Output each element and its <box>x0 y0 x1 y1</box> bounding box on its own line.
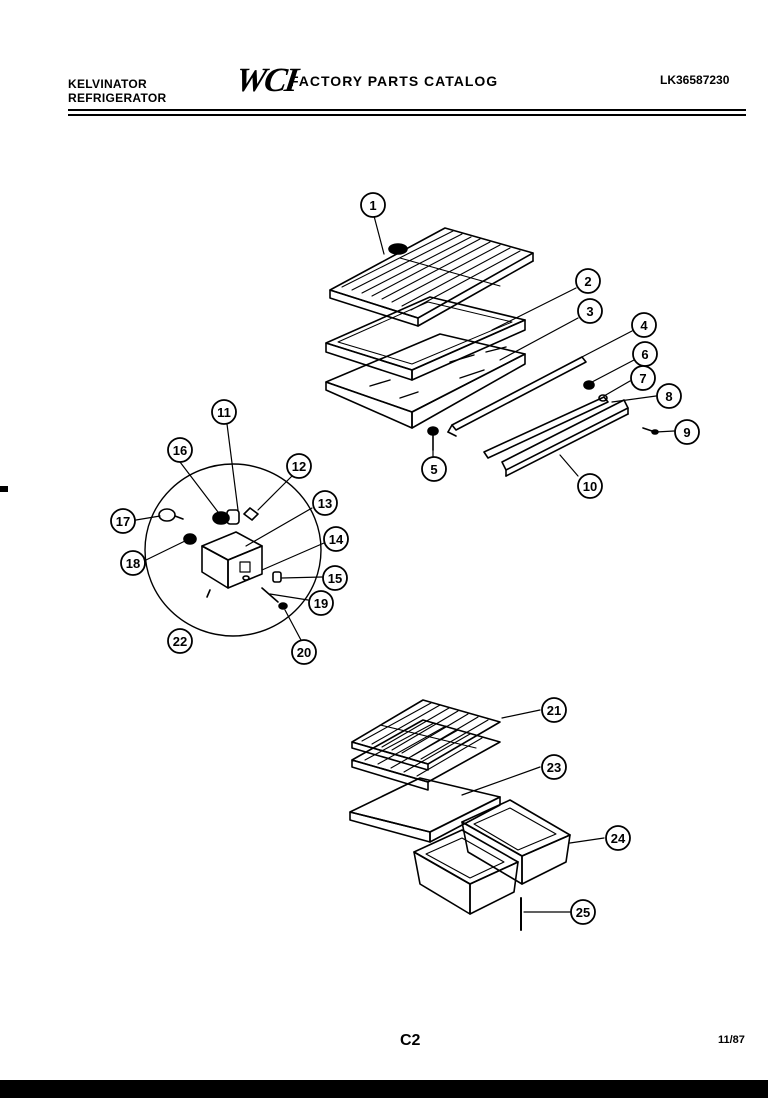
svg-text:9: 9 <box>683 425 690 440</box>
callout-5: 5 <box>421 456 447 482</box>
callout-6: 6 <box>632 341 658 367</box>
callout-24: 24 <box>605 825 631 851</box>
part-10-long-rail <box>501 399 629 477</box>
svg-text:6: 6 <box>641 347 648 362</box>
svg-text:4: 4 <box>640 318 648 333</box>
scan-edge-bar <box>0 1080 768 1098</box>
product-type: REFRIGERATOR <box>68 91 167 105</box>
callout-21: 21 <box>541 697 567 723</box>
brand-block: KELVINATOR REFRIGERATOR <box>68 77 167 105</box>
svg-text:18: 18 <box>126 556 140 571</box>
callout-25: 25 <box>570 899 596 925</box>
model-number: LK36587230 <box>660 73 730 87</box>
page-edge-mark <box>0 486 8 492</box>
callout-20: 20 <box>291 639 317 665</box>
callout-19: 19 <box>308 590 334 616</box>
svg-text:16: 16 <box>173 443 187 458</box>
svg-text:7: 7 <box>639 371 646 386</box>
callout-2: 2 <box>575 268 601 294</box>
page-code: C2 <box>400 1032 421 1049</box>
part-4-shelf-rail <box>447 356 587 437</box>
leader-lines <box>135 215 675 913</box>
svg-text:2: 2 <box>584 274 591 289</box>
catalog-title: FACTORY PARTS CATALOG <box>290 73 499 89</box>
callout-17: 17 <box>110 508 136 534</box>
svg-text:11: 11 <box>217 405 231 420</box>
svg-text:12: 12 <box>292 459 306 474</box>
svg-text:13: 13 <box>318 496 332 511</box>
svg-text:17: 17 <box>116 514 130 529</box>
part-24-crisper-drawer-right <box>461 799 571 885</box>
callout-22: 22 <box>167 628 193 654</box>
callout-9: 9 <box>674 419 700 445</box>
callout-12: 12 <box>286 453 312 479</box>
callout-3: 3 <box>577 298 603 324</box>
svg-text:5: 5 <box>430 462 437 477</box>
part-21-shelf-grille-lower <box>351 719 501 791</box>
part-2-freezer-tray <box>325 296 526 381</box>
svg-text:19: 19 <box>314 596 328 611</box>
callout-11: 11 <box>211 399 237 425</box>
svg-text:22: 22 <box>173 634 187 649</box>
brand-name: KELVINATOR <box>68 77 148 91</box>
svg-text:23: 23 <box>547 760 561 775</box>
callout-14: 14 <box>323 526 349 552</box>
callout-13: 13 <box>312 490 338 516</box>
callout-16: 16 <box>167 437 193 463</box>
callout-23: 23 <box>541 754 567 780</box>
callout-8: 8 <box>656 383 682 409</box>
part-6-fastener <box>583 380 595 390</box>
callout-18: 18 <box>120 550 146 576</box>
callout-7: 7 <box>630 365 656 391</box>
callout-15: 15 <box>322 565 348 591</box>
header-rule-bottom <box>68 114 746 116</box>
callout-4: 4 <box>631 312 657 338</box>
part-3-freezer-floor <box>325 333 526 429</box>
part-24-crisper-drawer-left <box>413 829 519 915</box>
control-housing-group <box>144 463 322 637</box>
part-9-screw <box>642 427 659 435</box>
part-1-freezer-shelf <box>329 227 534 327</box>
header-rule-top <box>68 109 746 111</box>
svg-text:10: 10 <box>583 479 597 494</box>
svg-text:3: 3 <box>586 304 593 319</box>
callouts: 1 2 3 4 5 6 7 8 9 10 11 12 13 14 15 16 1… <box>110 192 700 925</box>
svg-text:21: 21 <box>547 703 561 718</box>
svg-text:24: 24 <box>611 831 626 846</box>
part-7-fastener <box>598 394 608 402</box>
svg-text:20: 20 <box>297 645 311 660</box>
svg-text:25: 25 <box>576 905 590 920</box>
svg-text:8: 8 <box>665 389 672 404</box>
part-5-screw <box>427 426 439 451</box>
svg-text:15: 15 <box>328 571 342 586</box>
part-8-slide-rail <box>483 396 609 459</box>
callout-1: 1 <box>360 192 386 218</box>
part-23-crisper-cover <box>349 777 501 843</box>
svg-text:14: 14 <box>329 532 344 547</box>
print-date: 11/87 <box>718 1034 745 1046</box>
svg-text:1: 1 <box>369 198 376 213</box>
callout-10: 10 <box>577 473 603 499</box>
